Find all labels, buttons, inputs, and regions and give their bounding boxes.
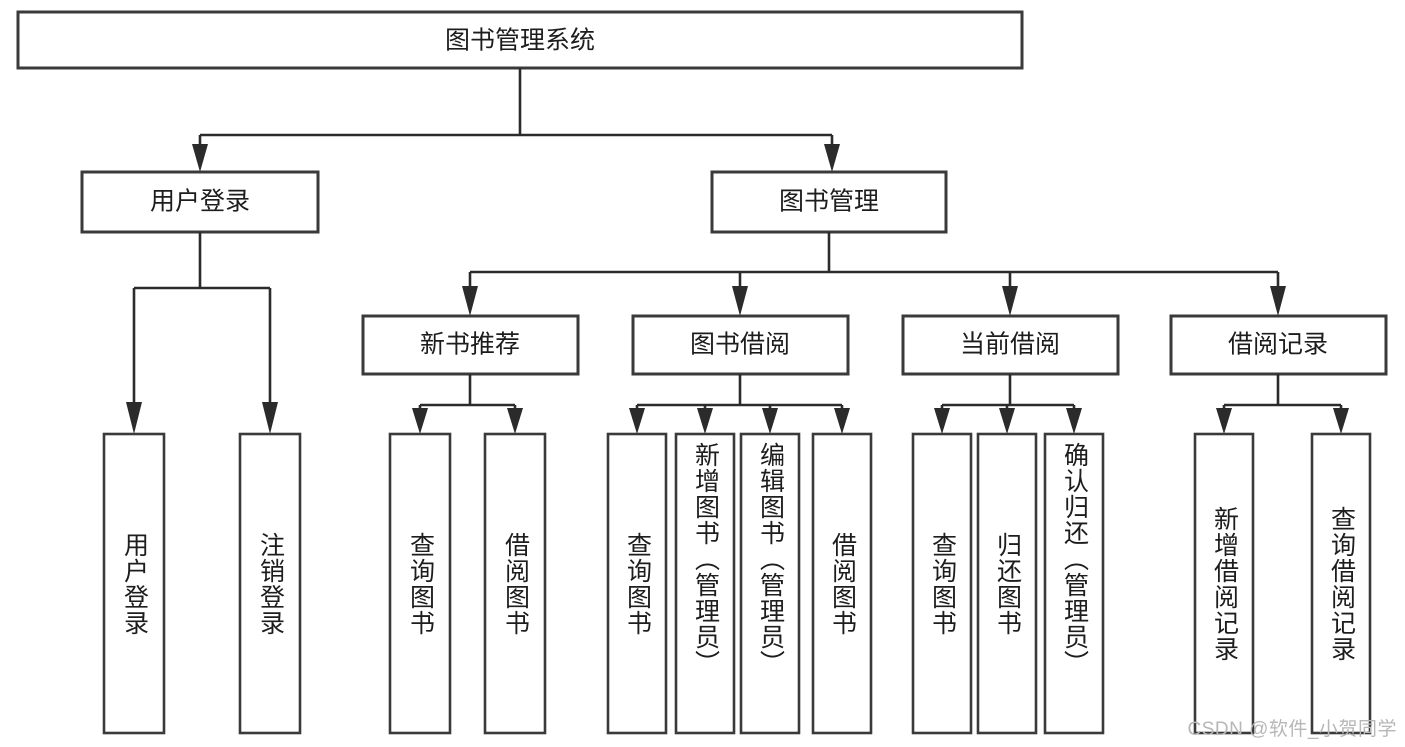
arrow-head-user-login bbox=[192, 144, 208, 172]
arrow-head-leaf-logout bbox=[262, 402, 278, 434]
node-book-manage[interactable]: 图书管理 bbox=[710, 170, 948, 234]
arrow-head-cb-leaf-2 bbox=[999, 408, 1015, 434]
leaf-box-current-borrow-2[interactable] bbox=[1043, 432, 1105, 735]
root-label: 图书管理系统 bbox=[445, 27, 595, 55]
leaf-box-current-borrow-1[interactable] bbox=[976, 432, 1038, 735]
leaf-box-book-borrow-3[interactable] bbox=[811, 432, 873, 735]
arrow-head-cb-leaf-3 bbox=[1066, 408, 1082, 434]
current-borrow-label: 当前借阅 bbox=[960, 331, 1060, 359]
arrow-head-bb-leaf-3 bbox=[762, 408, 778, 434]
arrow-head-new-book-rec bbox=[462, 286, 478, 316]
arrow-head-bb-leaf-1 bbox=[629, 408, 645, 434]
borrow-record-label: 借阅记录 bbox=[1228, 331, 1328, 359]
node-root[interactable]: 图书管理系统 bbox=[16, 10, 1024, 70]
arrow-head-current-borrow bbox=[1002, 286, 1018, 316]
book-manage-label: 图书管理 bbox=[779, 188, 879, 216]
book-borrow-box bbox=[631, 314, 850, 376]
node-user-login[interactable]: 用户登录 bbox=[80, 170, 320, 234]
arrow-head-nbr-leaf-2 bbox=[507, 408, 523, 434]
root-box bbox=[16, 10, 1024, 70]
arrow-head-bb-leaf-4 bbox=[834, 408, 850, 434]
node-new-book-rec[interactable]: 新书推荐 bbox=[361, 314, 580, 376]
leaf-box-current-borrow-0[interactable] bbox=[911, 432, 973, 735]
new-book-rec-box bbox=[361, 314, 580, 376]
leaf-box-book-borrow-2[interactable] bbox=[739, 432, 801, 735]
arrow-head-nbr-leaf-1 bbox=[412, 408, 428, 434]
leaf-box-borrow-record-1[interactable] bbox=[1310, 432, 1372, 735]
csdn-watermark: CSDN @软件_小贺同学 bbox=[1187, 719, 1397, 740]
new-book-rec-label: 新书推荐 bbox=[420, 331, 520, 359]
book-borrow-label: 图书借阅 bbox=[690, 331, 790, 359]
book-manage-box bbox=[710, 170, 948, 234]
leaf-box-user-login-0[interactable] bbox=[102, 432, 166, 735]
node-current-borrow[interactable]: 当前借阅 bbox=[901, 314, 1120, 376]
arrow-head-book-manage bbox=[824, 144, 840, 172]
leaf-box-borrow-record-0[interactable] bbox=[1193, 432, 1255, 735]
arrow-head-br-leaf-1 bbox=[1216, 408, 1232, 434]
arrow-head-book-borrow bbox=[732, 286, 748, 316]
arrow-head-borrow-record bbox=[1270, 286, 1286, 316]
leaf-box-user-login-1[interactable] bbox=[238, 432, 302, 735]
borrow-record-box bbox=[1169, 314, 1388, 376]
leaf-box-new-book-rec-1[interactable] bbox=[483, 432, 547, 735]
leaf-box-new-book-rec-0[interactable] bbox=[388, 432, 452, 735]
leaf-box-book-borrow-0[interactable] bbox=[606, 432, 668, 735]
current-borrow-box bbox=[901, 314, 1120, 376]
user-login-label: 用户登录 bbox=[150, 188, 250, 216]
node-book-borrow[interactable]: 图书借阅 bbox=[631, 314, 850, 376]
node-borrow-record[interactable]: 借阅记录 bbox=[1169, 314, 1388, 376]
leaf-box-book-borrow-1[interactable] bbox=[674, 432, 736, 735]
arrow-head-cb-leaf-1 bbox=[934, 408, 950, 434]
arrow-head-leaf-user-login bbox=[126, 402, 142, 434]
arrow-head-br-leaf-2 bbox=[1333, 408, 1349, 434]
arrow-head-bb-leaf-2 bbox=[697, 408, 713, 434]
